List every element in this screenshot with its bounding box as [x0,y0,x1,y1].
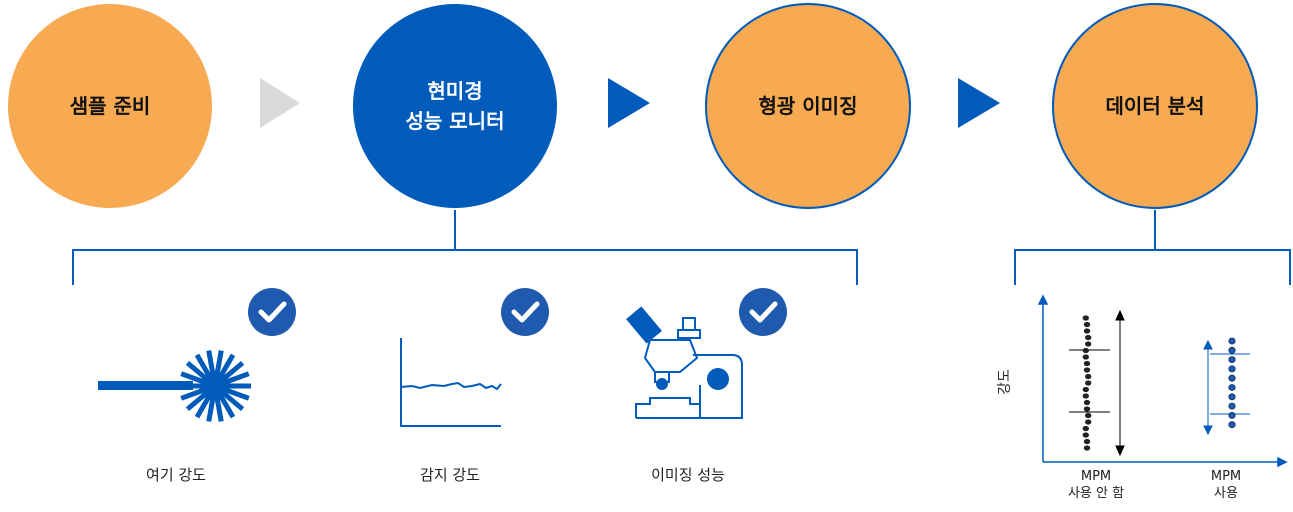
step-label-line1: 현미경 [427,79,483,103]
data-point [1082,386,1090,393]
caption-detection-intensity: 감지 강도 [420,466,480,484]
x-label-line1: MPM [1210,469,1242,484]
data-point [1228,411,1236,419]
data-point [1083,328,1091,334]
spread-marker-with-mpm [1203,339,1250,436]
x-label-line1: MPM [1080,469,1112,484]
data-point [1085,412,1092,419]
step-label-text: 데이터 분석 [1105,94,1205,118]
caption-excitation-intensity: 여기 강도 [146,466,206,484]
burst-ray [219,360,245,383]
check-icon-detection [501,288,549,336]
burst-ray [185,360,211,383]
step-label-text: 형광 이미징 [758,94,858,118]
data-points-without-mpm [1082,315,1092,451]
x-label-line2: 사용 안 함 [1067,486,1125,501]
step-label-monitor: 현미경 성능 모니터 [353,4,557,208]
check-icon-imaging [739,288,787,336]
data-point [1228,374,1236,382]
data-point [1085,380,1092,386]
spread-marker-without-mpm [1069,309,1125,457]
data-point [1083,406,1091,412]
x-label-without-mpm: MPM 사용 안 함 [1046,468,1146,502]
data-point [1082,393,1090,399]
burst-ray [216,391,236,419]
laser-burst-icon [98,350,251,422]
burst-ray [185,389,211,412]
data-point [1085,341,1092,347]
data-point [1082,432,1090,438]
arrow-icon-2 [608,78,650,128]
step-label-imaging: 형광 이미징 [706,4,910,208]
data-point [1228,337,1236,345]
step-circle-monitor [353,4,557,208]
arrow-icon-3 [958,78,1000,128]
data-point [1083,367,1091,373]
check-icon-excitation [248,288,296,336]
burst-ray [221,386,250,401]
data-point [1228,402,1236,410]
data-point [1085,334,1092,341]
monitor-bracket [72,210,858,285]
burst-ray [194,391,214,419]
data-point [1228,346,1236,354]
data-point [1228,365,1236,373]
plot-y-axis-label: 강도 [997,369,1013,395]
burst-ray [216,353,236,381]
data-point [1082,347,1090,354]
data-point [1083,399,1091,406]
data-point [1228,356,1236,364]
burst-ray [213,350,224,379]
data-point [1082,315,1090,321]
data-point [1082,425,1090,432]
burst-ray [221,371,250,386]
burst-ray [206,350,217,379]
burst-ray [213,393,224,422]
data-point [1228,393,1236,401]
data-point [1228,421,1236,429]
step-circle-analysis [1052,3,1258,209]
data-point [1083,445,1091,451]
step-label-text: 샘플 준비 [69,94,151,118]
burst-ray [180,371,209,386]
caption-imaging-performance: 이미징 성능 [651,466,725,484]
microscope-icon [626,306,743,419]
burst-ray [180,386,209,401]
data-points-with-mpm [1228,337,1236,429]
arrow-icon-1 [260,78,300,128]
analysis-bracket [1014,210,1291,285]
data-point [1082,354,1090,360]
analysis-plot [1037,294,1288,468]
burst-ray [194,353,214,381]
data-point [1083,321,1091,328]
data-point [1228,384,1236,391]
data-point [1083,360,1091,367]
data-point [1083,438,1091,445]
step-circle-imaging [705,3,911,209]
step-label-sample-prep: 샘플 준비 [8,4,212,208]
x-label-with-mpm: MPM 사용 [1176,468,1276,502]
data-point [1085,373,1092,380]
data-point [1085,419,1092,425]
burst-ray [219,389,245,412]
intensity-trace-icon [400,338,502,427]
step-label-line2: 성능 모니터 [405,109,505,133]
step-circle-sample-prep [8,4,212,208]
step-label-analysis: 데이터 분석 [1053,4,1257,208]
x-label-line2: 사용 [1214,486,1238,501]
burst-ray [206,393,217,422]
